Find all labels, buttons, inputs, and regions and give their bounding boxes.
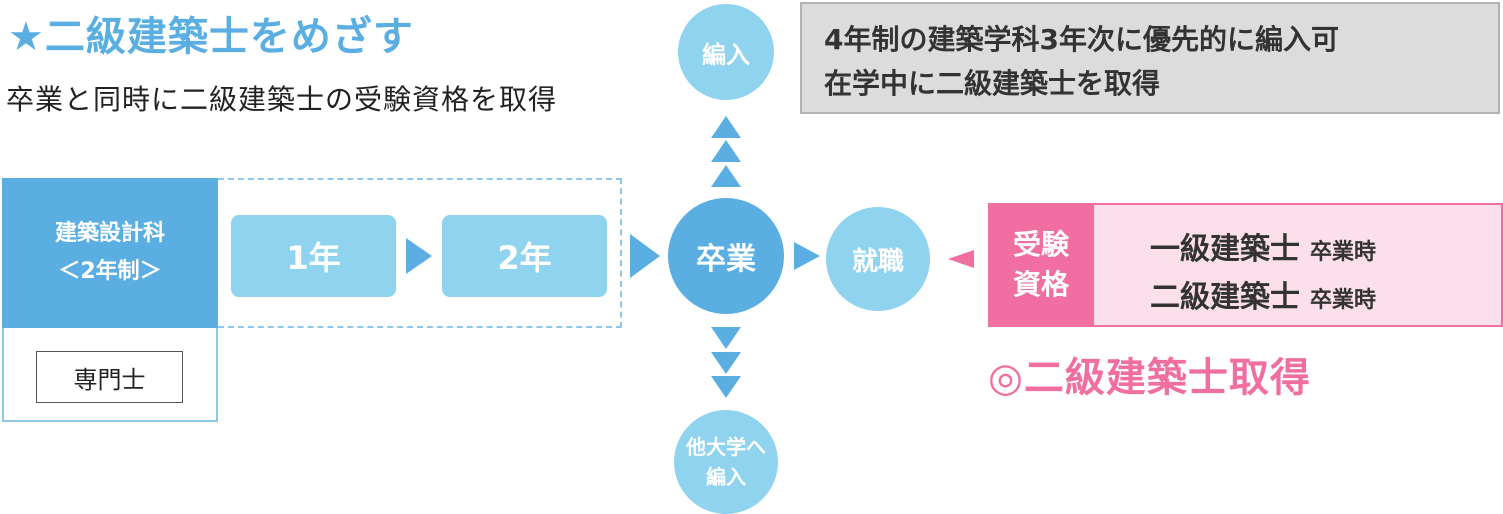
node-transfer: 編入 — [678, 4, 774, 100]
arrow-right-icon — [630, 234, 660, 278]
qualification-heading-line-1: 受験 — [1012, 228, 1069, 261]
page-subtitle: 卒業と同時に二級建築士の受験資格を取得 — [6, 83, 558, 116]
year-1-box: 1年 — [231, 215, 396, 297]
note-line-1: 4年制の建築学科3年次に優先的に編入可 — [824, 23, 1339, 56]
qualification-row: 二級建築士卒業時 — [1150, 272, 1376, 316]
arrow-up-icon — [711, 116, 741, 138]
other-univ-line-2: 編入 — [706, 465, 746, 489]
node-other-university: 他大学へ 編入 — [674, 410, 778, 514]
course-name: 建築設計科 — [54, 221, 165, 246]
qualification-name: 一級建築士 — [1150, 232, 1300, 267]
other-univ-line-1: 他大学へ — [686, 435, 766, 459]
result-label: ◎二級建築士取得 — [988, 355, 1311, 401]
arrow-right-icon — [406, 238, 432, 274]
certificate-tag: 専門士 — [36, 351, 183, 403]
node-employment: 就職 — [826, 207, 930, 311]
star-icon: ★ — [8, 14, 45, 60]
study-period-frame — [218, 178, 622, 328]
page-title: ★二級建築士をめざす — [8, 4, 414, 62]
qualification-timing: 卒業時 — [1310, 240, 1377, 265]
arrow-down-icon — [711, 327, 741, 349]
arrow-up-icon — [711, 140, 741, 162]
node-graduation: 卒業 — [668, 198, 784, 314]
qualification-row: 一級建築士卒業時 — [1150, 224, 1376, 268]
arrow-up-icon — [711, 165, 741, 187]
qualification-heading: 受験 資格 — [988, 203, 1094, 327]
transfer-note-box: 4年制の建築学科3年次に優先的に編入可 在学中に二級建築士を取得 — [800, 2, 1500, 114]
year-2-box: 2年 — [442, 215, 607, 297]
arrow-down-icon — [711, 352, 741, 374]
qualification-timing: 卒業時 — [1310, 288, 1377, 313]
qualification-heading-line-2: 資格 — [1012, 268, 1069, 301]
note-line-2: 在学中に二級建築士を取得 — [824, 67, 1161, 100]
arrow-down-icon — [711, 376, 741, 398]
page-title-text: 二級建築士をめざす — [44, 14, 414, 60]
course-duration: ＜2年制＞ — [58, 259, 162, 284]
course-box: 建築設計科 ＜2年制＞ — [2, 178, 218, 328]
arrow-right-icon — [794, 242, 820, 270]
qualification-name: 二級建築士 — [1150, 280, 1300, 315]
arrow-left-icon — [948, 250, 974, 268]
